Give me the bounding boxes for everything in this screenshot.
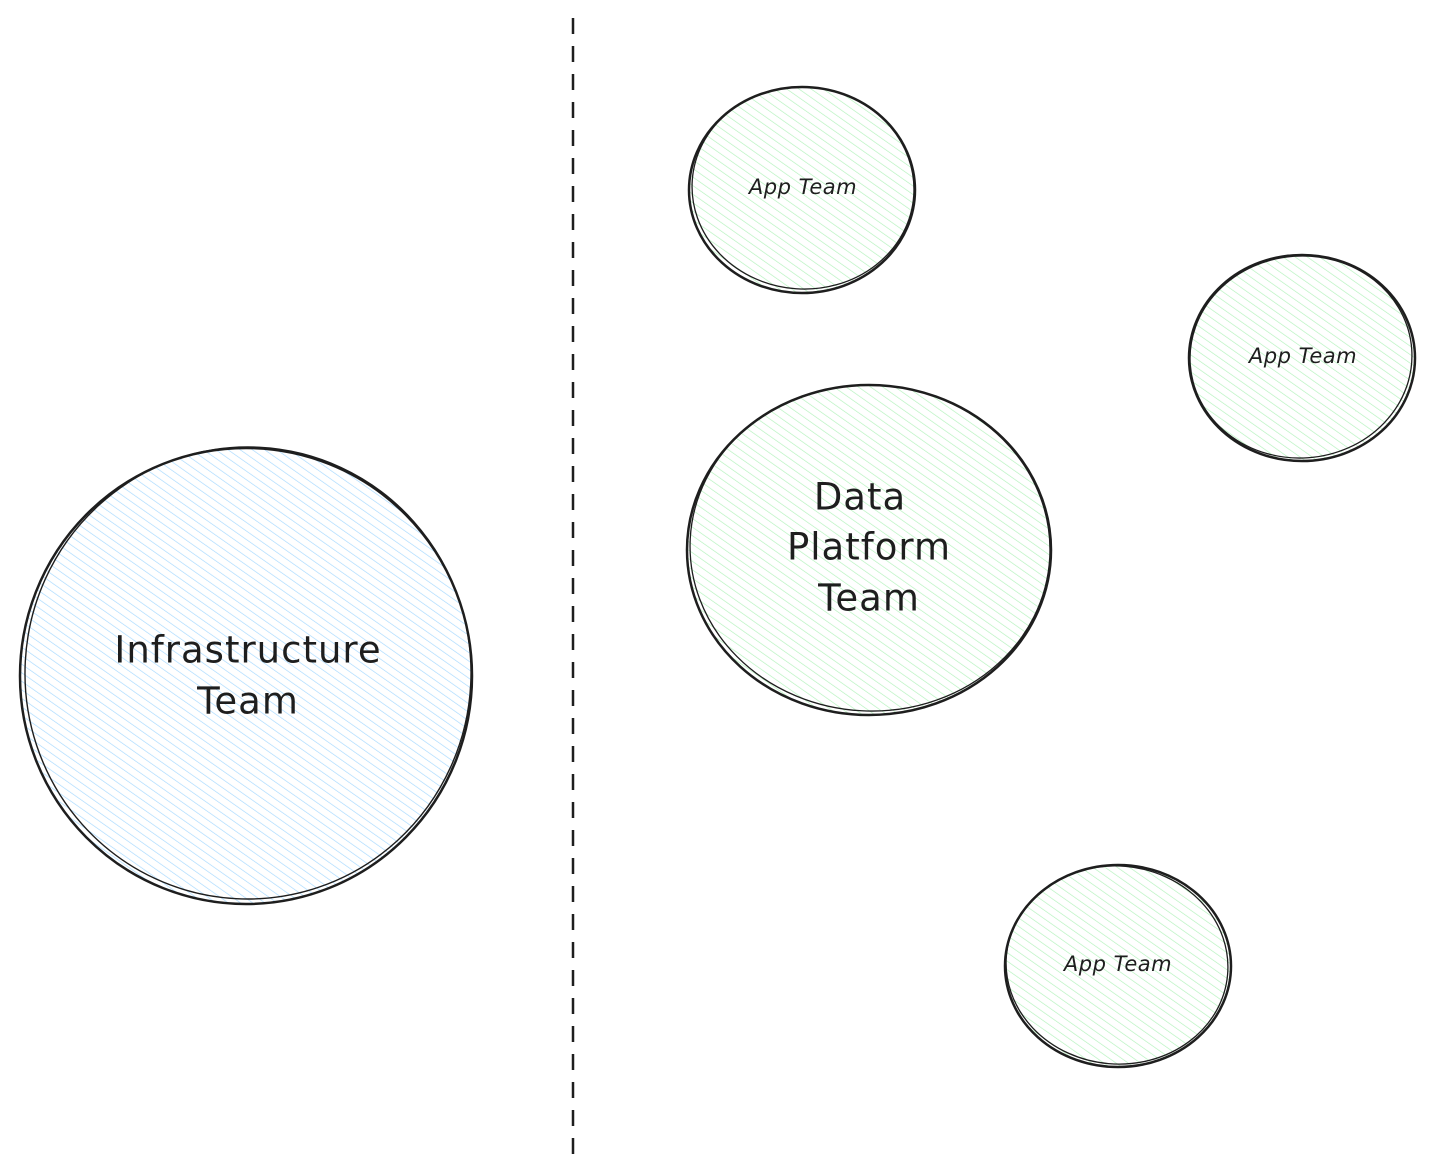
app-team-node-top[interactable]: App Team bbox=[685, 80, 921, 297]
app-team-node-right[interactable]: App Team bbox=[1183, 249, 1419, 466]
data-platform-team-label-line-2: Platform bbox=[787, 526, 951, 569]
app-team-node-bottom[interactable]: App Team bbox=[998, 857, 1236, 1074]
data-platform-team-node[interactable]: Data Platform Team bbox=[682, 376, 1059, 720]
data-platform-team-label-line-1: Data bbox=[814, 476, 906, 519]
data-platform-team-circle-sketch bbox=[689, 384, 1051, 712]
app-team-circle-top-sketch bbox=[691, 86, 915, 290]
app-team-circle-right bbox=[1187, 253, 1417, 463]
data-platform-team-label-line-3: Team bbox=[817, 577, 920, 620]
app-team-circle-bottom bbox=[1003, 863, 1233, 1069]
infrastructure-team-label-line-2: Team bbox=[196, 680, 299, 723]
infrastructure-team-circle-sketch bbox=[24, 446, 472, 900]
app-team-circle-bottom-sketch bbox=[1005, 865, 1229, 1065]
app-team-circle-right-sketch bbox=[1189, 255, 1413, 459]
app-team-label-right: App Team bbox=[1247, 344, 1357, 368]
infrastructure-team-node[interactable]: Infrastructure Team bbox=[13, 436, 482, 911]
app-team-label-bottom: App Team bbox=[1062, 952, 1172, 976]
infrastructure-team-label-line-1: Infrastructure bbox=[114, 629, 381, 672]
infrastructure-team-circle bbox=[18, 446, 474, 906]
app-team-label-top: App Team bbox=[747, 175, 857, 199]
